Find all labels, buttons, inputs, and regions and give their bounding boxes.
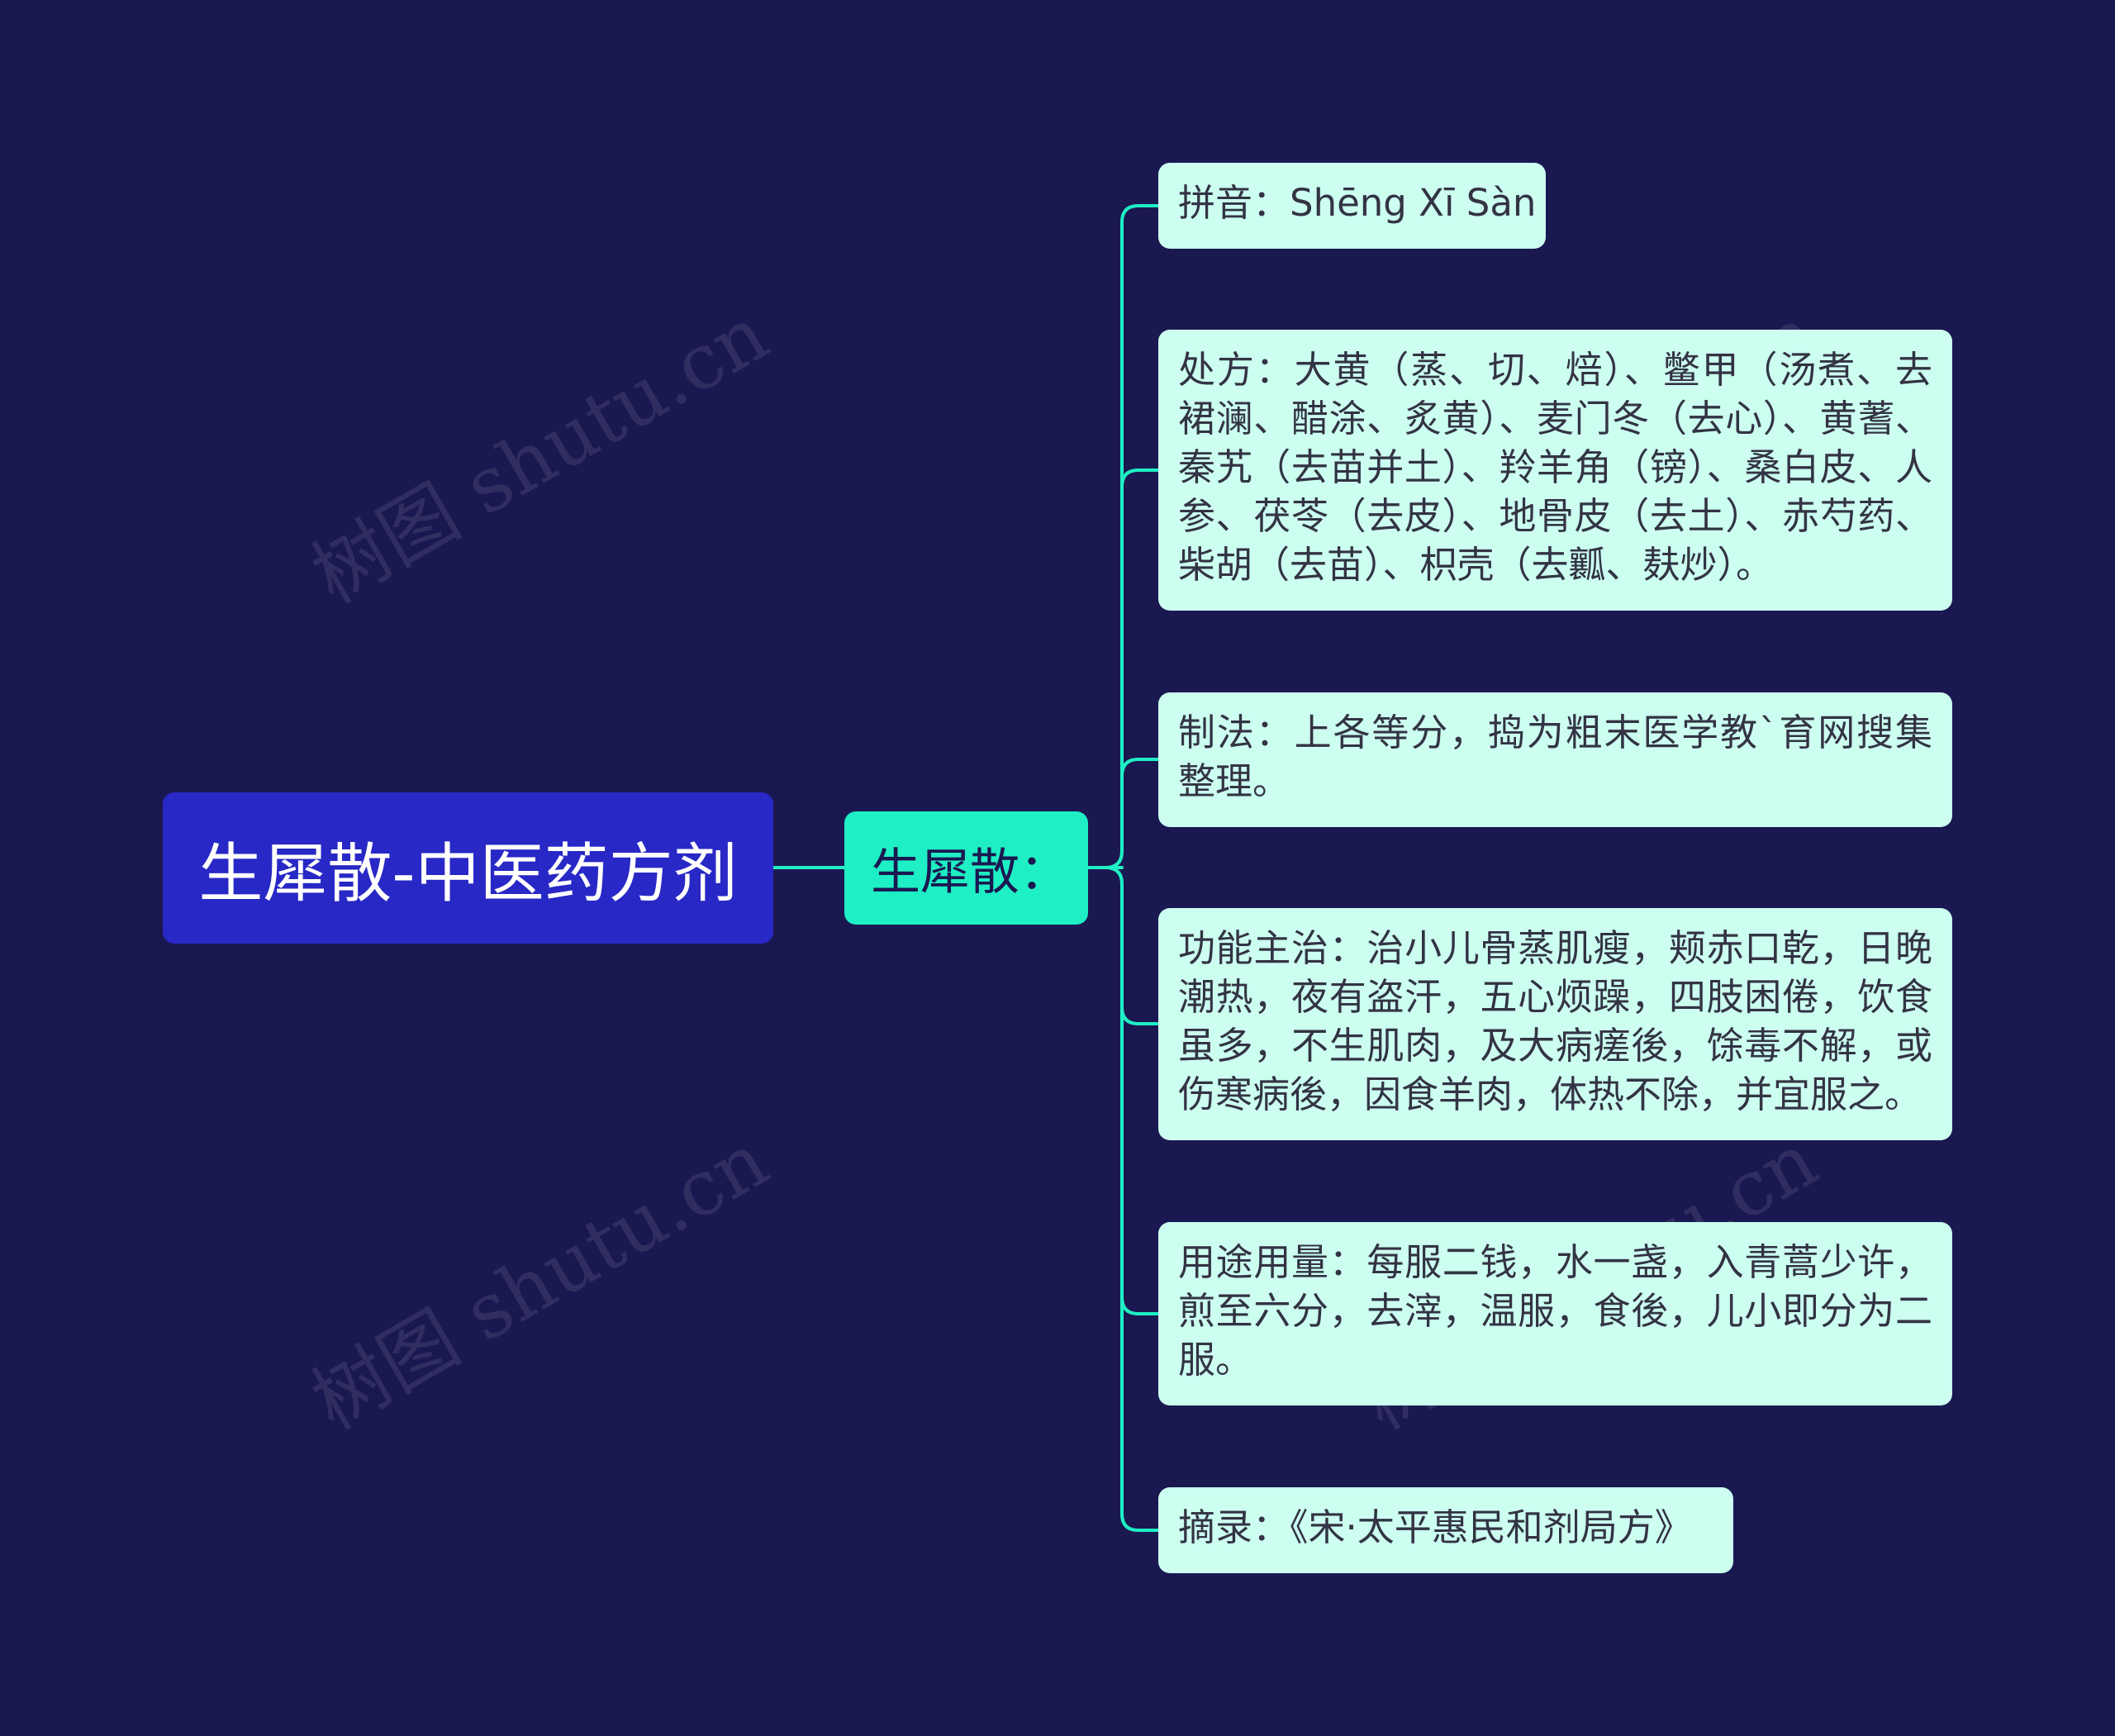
leaf-node-prescription[interactable]: 处方：大黄（蒸、切、焙）、鳖甲（汤煮、去裙澜、醋涂、炙黄）、麦门冬（去心）、黄蓍…: [1158, 330, 1952, 611]
branch-to-leaf-5-connector: [1104, 866, 1160, 1532]
leaf-label: 摘录：《宋·太平惠民和剂局方》: [1178, 1505, 1692, 1549]
branch-to-leaf-4-connector: [1120, 1296, 1160, 1315]
leaf-label: 功能主治：治小儿骨蒸肌瘦，颊赤口乾，日晚潮热，夜有盗汗，五心烦躁，四肢困倦，饮食…: [1178, 926, 1932, 1116]
leaf-node-pinyin[interactable]: 拼音：Shēng Xī Sàn: [1158, 163, 1546, 249]
branch-to-leaf-1-connector: [1120, 468, 1160, 488]
leaf-node-preparation[interactable]: 制法：上各等分，捣为粗末医学教`育网搜集整理。: [1158, 692, 1952, 827]
leaf-node-dosage[interactable]: 用途用量：每服二钱，水一盏，入青蒿少许，煎至六分，去滓，温服，食後，儿小即分为二…: [1158, 1222, 1952, 1405]
branch-to-leaf-2-connector: [1120, 758, 1160, 778]
leaf-node-indications[interactable]: 功能主治：治小儿骨蒸肌瘦，颊赤口乾，日晚潮热，夜有盗汗，五心烦躁，四肢困倦，饮食…: [1158, 908, 1952, 1140]
leaf-label: 处方：大黄（蒸、切、焙）、鳖甲（汤煮、去裙澜、醋涂、炙黄）、麦门冬（去心）、黄蓍…: [1178, 348, 1932, 587]
branch-to-leaf-0-connector: [1104, 204, 1160, 869]
leaf-node-source[interactable]: 摘录：《宋·太平惠民和剂局方》: [1158, 1487, 1733, 1573]
root-topic-label: 生犀散-中医药方剂: [198, 836, 738, 911]
leaf-label: 用途用量：每服二钱，水一盏，入青蒿少许，煎至六分，去滓，温服，食後，儿小即分为二…: [1178, 1240, 1932, 1382]
root-topic-node[interactable]: 生犀散-中医药方剂: [163, 792, 773, 944]
leaf-label: 拼音：Shēng Xī Sàn: [1178, 181, 1537, 225]
branch-topic-label: 生犀散：: [871, 844, 1069, 901]
branch-to-leaf-3-connector: [1120, 1006, 1160, 1025]
leaf-label: 制法：上各等分，捣为粗末医学教`育网搜集整理。: [1178, 711, 1932, 803]
branch-topic-node[interactable]: 生犀散：: [844, 811, 1088, 925]
